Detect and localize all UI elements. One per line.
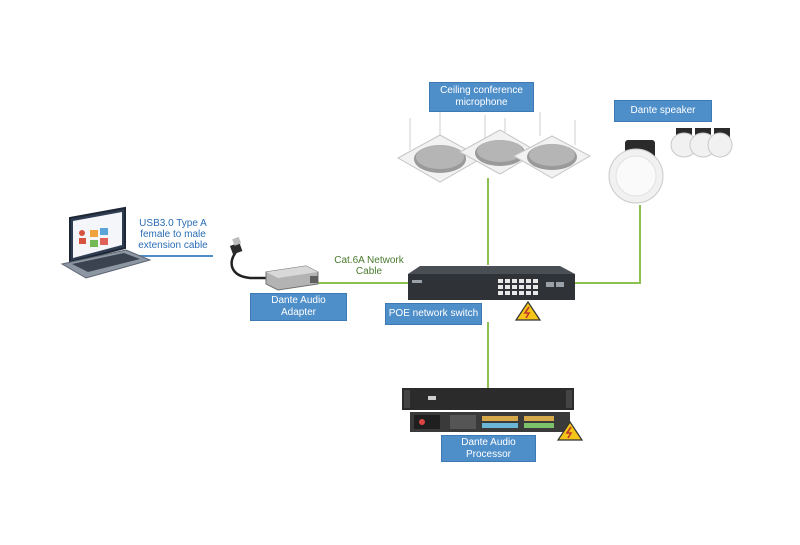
usb-cable-label: USB3.0 Type A female to male extension c… xyxy=(130,218,216,251)
warning-icon xyxy=(514,300,542,321)
poe-switch-label-text: POE network switch xyxy=(388,308,479,319)
audio-processor-icon xyxy=(402,388,574,432)
usb-cable-label-line1: USB3.0 Type A xyxy=(139,218,207,229)
poe-switch-label: POE network switch xyxy=(385,303,482,325)
ceiling-speaker-icon xyxy=(608,128,733,204)
dante-adapter-label-line1: Dante Audio xyxy=(271,295,326,306)
ceiling-microphone-icon xyxy=(396,112,592,183)
dante-adapter-label-line2: Adapter xyxy=(280,307,317,318)
dante-speaker-label-text: Dante speaker xyxy=(630,105,696,116)
dante-processor-label-line1: Dante Audio xyxy=(461,436,516,448)
network-cable-label: Cat.6A Network Cable xyxy=(328,255,410,277)
laptop-icon xyxy=(60,206,152,279)
usb-cable-icon xyxy=(229,236,268,280)
poe-switch-icon xyxy=(408,266,575,300)
connection-lines xyxy=(318,178,641,388)
usb-cable-label-line3: extension cable xyxy=(138,240,208,251)
network-cable-label-line1: Cat.6A Network xyxy=(334,255,404,266)
ceiling-microphone-label-line1: Ceiling conference xyxy=(440,85,523,96)
usb-cable-label-line2: female to male xyxy=(140,229,206,240)
dante-processor-label-line2: Processor xyxy=(465,448,511,460)
dante-processor-label: Dante Audio Processor xyxy=(441,435,536,462)
dante-adapter-icon xyxy=(265,265,319,291)
network-cable-label-line2: Cable xyxy=(355,266,383,277)
dante-speaker-label: Dante speaker xyxy=(614,100,712,122)
ceiling-microphone-label: Ceiling conference microphone xyxy=(429,82,534,112)
ceiling-microphone-label-line2: microphone xyxy=(455,97,508,108)
warning-icon-processor xyxy=(556,420,584,441)
link-switch-speaker xyxy=(575,205,641,284)
dante-adapter-label: Dante Audio Adapter xyxy=(250,293,347,321)
